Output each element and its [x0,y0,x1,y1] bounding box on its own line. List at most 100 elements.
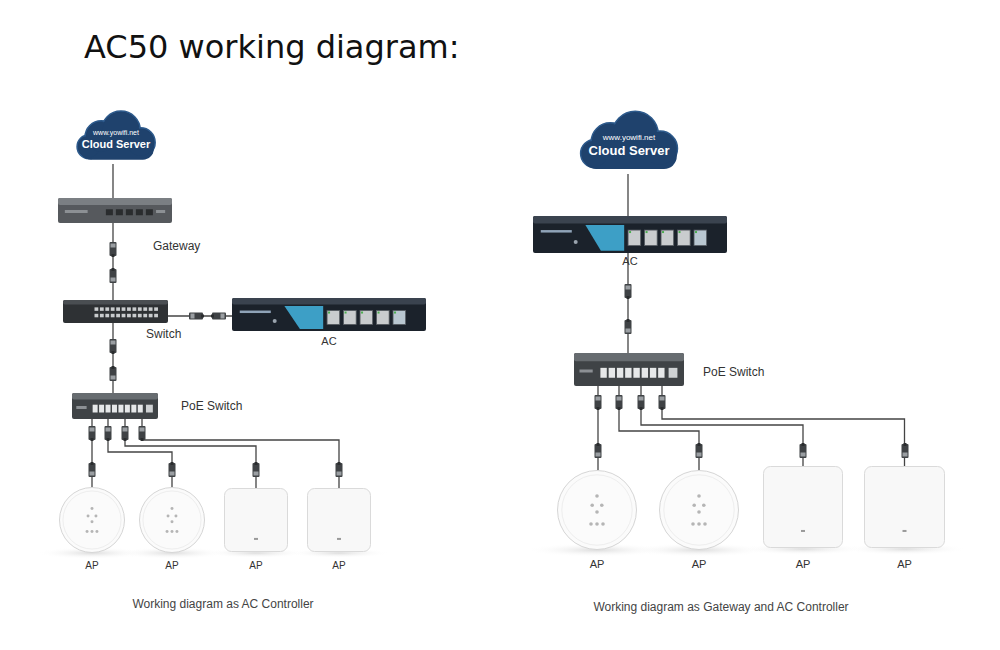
ap-dot [174,515,177,518]
ap-led [254,538,258,540]
ap-dot [171,507,174,510]
network-cable [627,253,628,353]
ethernet-port [122,314,126,318]
device-illustration [58,198,172,223]
device-body [72,393,158,419]
device-top [58,198,172,205]
ap-dot [702,503,706,507]
network-cable [619,386,699,470]
device-shape [557,470,637,550]
device-illustration [77,111,155,160]
cable-plug [169,462,176,477]
ethernet-port [127,307,131,311]
ethernet-port [642,368,648,378]
device-label: Switch [146,328,181,341]
device-label: Gateway [153,240,200,253]
ethernet-port [143,307,147,311]
cable-plug [211,313,226,320]
ap-dot [601,522,605,526]
ap-dot [87,515,90,518]
device-illustration [308,489,371,552]
ethernet-port [154,307,158,311]
cable-plug [105,426,112,441]
ap-dot [595,510,599,514]
device-illustration [225,489,288,552]
ap-shell [764,467,843,548]
reset-button [273,319,277,323]
network-cable [125,419,256,488]
ethernet-port [99,405,104,413]
ethernet-port [146,209,153,215]
ethernet-port [149,307,153,311]
cable-plug [110,366,117,381]
cloud-server: www.yowifi.netCloud Server [577,110,681,174]
ap-shell [660,471,739,550]
front-panel-label [580,370,593,373]
device-shape [232,298,426,331]
device-illustration [140,488,205,553]
device-label: AC [232,335,426,347]
ethernet-port [111,314,115,318]
ap-dot [167,515,170,518]
cable-plug [625,284,632,299]
device-illustration [574,353,684,386]
ethernet-port [377,311,390,325]
ethernet-port [138,405,143,413]
cable-plug [696,443,703,458]
cable-plug [122,426,129,441]
ac-controller: AC [232,298,426,331]
device-shape [58,198,172,223]
ethernet-port [132,314,136,318]
front-panel-stripe [284,306,323,329]
ethernet-port [95,307,99,311]
device-top [574,353,684,361]
port-led [345,312,347,314]
ap-dot [595,522,599,526]
device-illustration [533,216,727,253]
ethernet-port [678,230,691,246]
device-shape [139,487,205,553]
device-label: PoE Switch [703,366,764,379]
cable-plug [110,242,117,257]
ethernet-port [694,230,707,246]
ethernet-port [95,314,99,318]
ap-dot [703,522,707,526]
ac-controller: AC [533,216,727,253]
device-body [533,216,727,253]
ethernet-port [393,311,406,325]
ap-rim [143,491,201,549]
ap-shell [140,488,205,553]
ethernet-port [116,209,123,215]
ethernet-port [93,405,98,413]
ethernet-port [669,368,678,378]
ethernet-port [661,230,674,246]
ethernet-port [600,368,606,378]
device-top [63,300,168,305]
device-shape [533,216,727,253]
device-shape [763,466,843,548]
ethernet-port [116,314,120,318]
ap-shell [60,488,125,553]
ethernet-port [138,307,142,311]
ethernet-port [112,405,117,413]
cloud-url: www.yowifi.net [93,129,139,137]
access-point: AP [557,470,637,550]
ethernet-port [146,405,153,413]
cable-plug [616,395,623,410]
device-body [58,198,172,223]
ap-rim [664,475,734,545]
ap-dot [94,515,97,518]
device-shape [659,470,739,550]
device-shape [864,466,945,548]
front-panel-label [541,230,572,233]
cable-plug [336,462,343,477]
ap-dot [697,494,701,498]
device-body [232,298,426,331]
ap-rim [63,491,121,549]
ap-led [801,530,805,532]
ethernet-port [628,230,641,246]
cloud-title: Cloud Server [589,143,670,159]
ap-dot [91,530,94,533]
device-label: AP [763,558,843,570]
cable-plug [110,268,117,283]
